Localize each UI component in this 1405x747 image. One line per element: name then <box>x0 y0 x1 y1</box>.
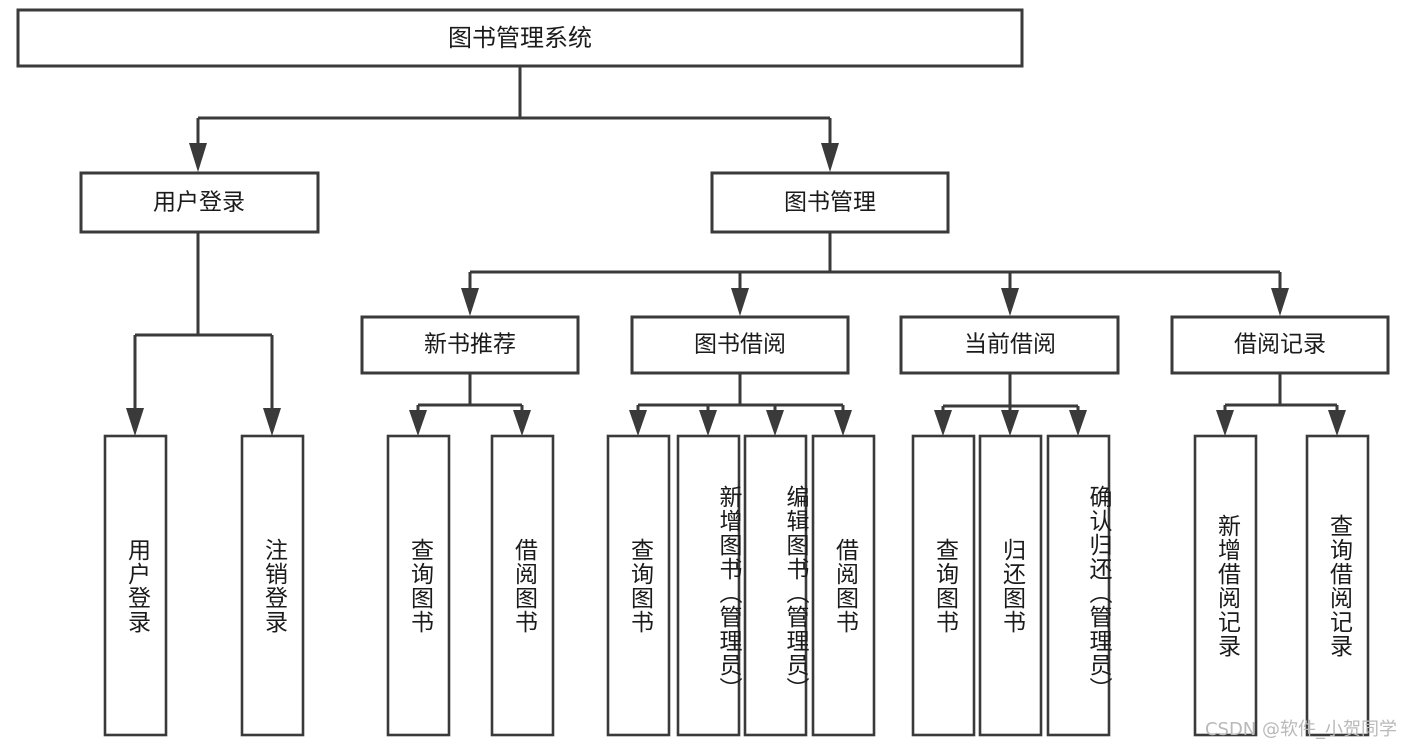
node-root-box[interactable] <box>16 8 1024 68</box>
csdn-watermark: CSDN @软件_小贺同学 <box>1204 719 1397 740</box>
node-leaf-query-book-2-box[interactable] <box>606 434 671 737</box>
node-leaf-query-record-box[interactable] <box>1305 434 1370 737</box>
node-borrow-record-label: 借阅记录 <box>1234 332 1326 358</box>
connector-user-login-to-leaves <box>126 232 281 436</box>
node-borrow-record-box[interactable] <box>1170 315 1390 375</box>
node-root-label: 图书管理系统 <box>448 24 592 52</box>
arrow-to-leaf-query-book-3 <box>934 410 952 436</box>
node-book-borrow[interactable]: 图书借阅 <box>630 315 850 375</box>
arrow-to-leaf-add-record <box>1216 410 1234 436</box>
node-leaf-edit-book-box[interactable] <box>743 434 808 737</box>
connector-new-book-recommend-to-leaves <box>409 373 531 436</box>
node-leaf-borrow-book-2-box[interactable] <box>811 434 876 737</box>
arrow-to-leaf-borrow-book-1 <box>513 410 531 436</box>
connector-current-borrow-to-leaves <box>934 373 1087 436</box>
node-leaf-confirm-return-box[interactable] <box>1046 434 1111 737</box>
node-borrow-record[interactable]: 借阅记录 <box>1170 315 1390 375</box>
node-current-borrow-box[interactable] <box>899 315 1120 375</box>
node-book-management[interactable]: 图书管理 <box>710 171 950 234</box>
node-leaf-query-book-1-box[interactable] <box>386 434 451 737</box>
node-root[interactable]: 图书管理系统 <box>16 8 1024 68</box>
arrow-to-leaf-user-login <box>126 408 144 436</box>
connector-root-to-level2 <box>189 66 839 172</box>
node-user-login-box[interactable] <box>79 171 320 234</box>
node-current-borrow[interactable]: 当前借阅 <box>899 315 1120 375</box>
arrow-to-current-borrow <box>1001 288 1019 316</box>
node-new-book-recommend[interactable]: 新书推荐 <box>360 315 580 375</box>
arrow-to-leaf-confirm-return <box>1069 410 1087 436</box>
node-user-login-label: 用户登录 <box>153 190 245 216</box>
arrow-to-new-book-recommend <box>461 288 479 316</box>
arrow-to-borrow-record <box>1271 288 1289 316</box>
arrow-to-leaf-logout-login <box>263 408 281 436</box>
arrow-to-leaf-query-book-1 <box>409 410 427 436</box>
node-leaf-logout-login-box[interactable] <box>240 434 305 737</box>
arrow-to-book-management <box>821 143 839 172</box>
node-book-borrow-box[interactable] <box>630 315 850 375</box>
node-user-login[interactable]: 用户登录 <box>79 171 320 234</box>
node-new-book-recommend-box[interactable] <box>360 315 580 375</box>
arrow-to-leaf-edit-book <box>766 410 784 436</box>
arrow-to-leaf-query-book-2 <box>629 410 647 436</box>
connector-book-borrow-to-leaves <box>629 373 852 436</box>
node-leaf-add-book-box[interactable] <box>676 434 741 737</box>
arrow-to-book-borrow <box>731 288 749 316</box>
node-current-borrow-label: 当前借阅 <box>964 332 1056 358</box>
arrow-to-leaf-query-record <box>1328 410 1346 436</box>
arrow-to-leaf-add-book <box>699 410 717 436</box>
node-leaf-borrow-book-1-box[interactable] <box>490 434 555 737</box>
node-leaf-add-record-box[interactable] <box>1193 434 1258 737</box>
node-leaf-query-book-3-box[interactable] <box>911 434 976 737</box>
node-leaf-user-login-box[interactable] <box>103 434 168 737</box>
connector-borrow-record-to-leaves <box>1216 373 1346 436</box>
node-book-management-box[interactable] <box>710 171 950 234</box>
node-book-borrow-label: 图书借阅 <box>694 332 786 358</box>
arrow-to-leaf-borrow-book-2 <box>834 410 852 436</box>
arrow-to-user-login <box>189 143 207 172</box>
node-book-management-label: 图书管理 <box>784 190 876 216</box>
node-new-book-recommend-label: 新书推荐 <box>424 332 516 358</box>
arrow-to-leaf-return-book <box>1001 410 1019 436</box>
node-leaf-return-book-box[interactable] <box>978 434 1043 737</box>
connector-book-management-to-level3 <box>461 232 1289 316</box>
